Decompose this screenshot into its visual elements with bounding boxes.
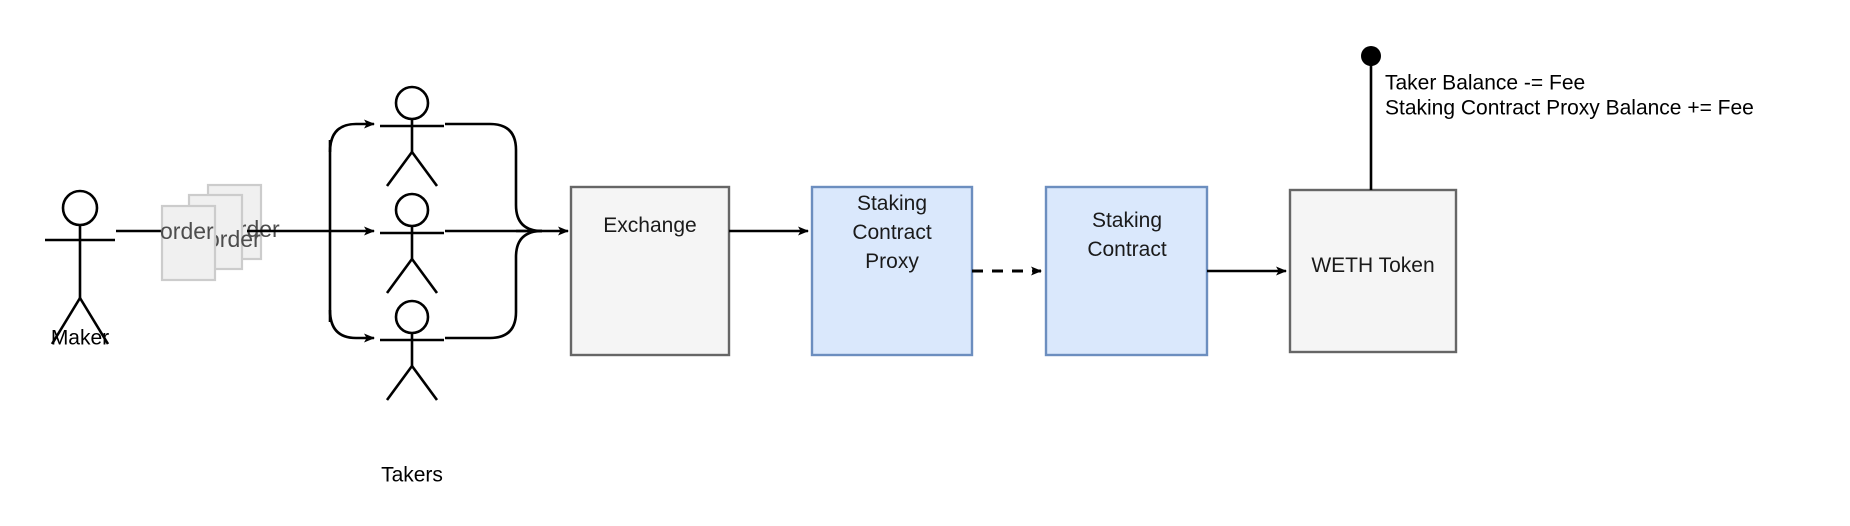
taker-top-head-icon: [394, 85, 430, 121]
taker-bottom-leg-left-icon: [385, 365, 414, 401]
actor-taker-top: [380, 85, 444, 187]
node-staking-contract[interactable]: Staking Contract: [1044, 185, 1209, 357]
taker-middle-head-icon: [394, 192, 430, 228]
weth-token-box[interactable]: [1288, 188, 1458, 354]
actor-taker-middle: [380, 192, 444, 294]
maker-leg-left-icon: [50, 297, 82, 345]
takers-label: Takers: [381, 463, 443, 486]
maker-leg-right-icon: [78, 297, 110, 345]
order-card-front-label: order: [160, 218, 214, 244]
taker-top-leg-left-icon: [385, 151, 414, 187]
staking-contract-proxy-box[interactable]: [810, 185, 974, 357]
order-card-front: [160, 204, 217, 282]
staking-contract-proxy-line3: Proxy: [865, 250, 919, 273]
edge-fanout-to-taker-bottom: [328, 309, 375, 343]
annotation-anchor-dot-icon: [1361, 46, 1381, 66]
exchange-label: Exchange: [603, 214, 696, 237]
edge-taker-bottom-to-merge: [445, 229, 543, 340]
edge-fanout-to-taker-top: [328, 119, 375, 153]
taker-bottom-leg-right-icon: [410, 365, 439, 401]
annotation-callout: Taker Balance -= Fee Staking Contract Pr…: [1361, 46, 1754, 190]
annotation-line-2: Staking Contract Proxy Balance += Fee: [1385, 96, 1754, 119]
exchange-box[interactable]: [569, 185, 731, 357]
annotation-line-1: Taker Balance -= Fee: [1385, 71, 1585, 94]
taker-bottom-head-icon: [394, 299, 430, 335]
order-cards-stack: order order order: [160, 183, 280, 282]
maker-head-icon: [61, 189, 99, 227]
node-weth-token[interactable]: WETH Token: [1288, 188, 1458, 354]
staking-contract-proxy-line1: Staking: [857, 192, 927, 215]
weth-token-label: WETH Token: [1311, 254, 1434, 277]
staking-contract-line1: Staking: [1092, 209, 1162, 232]
actor-maker: Maker: [45, 189, 115, 349]
staking-contract-line2: Contract: [1087, 238, 1167, 261]
node-exchange[interactable]: Exchange: [569, 185, 731, 357]
maker-label: Maker: [51, 326, 109, 349]
edge-taker-top-to-merge: [445, 122, 543, 233]
staking-contract-proxy-line2: Contract: [852, 221, 932, 244]
taker-middle-leg-right-icon: [410, 258, 439, 294]
node-staking-contract-proxy[interactable]: Staking Contract Proxy: [810, 185, 974, 357]
taker-middle-leg-left-icon: [385, 258, 414, 294]
taker-top-leg-right-icon: [410, 151, 439, 187]
staking-contract-box[interactable]: [1044, 185, 1209, 357]
actor-taker-bottom: Takers: [380, 299, 444, 486]
